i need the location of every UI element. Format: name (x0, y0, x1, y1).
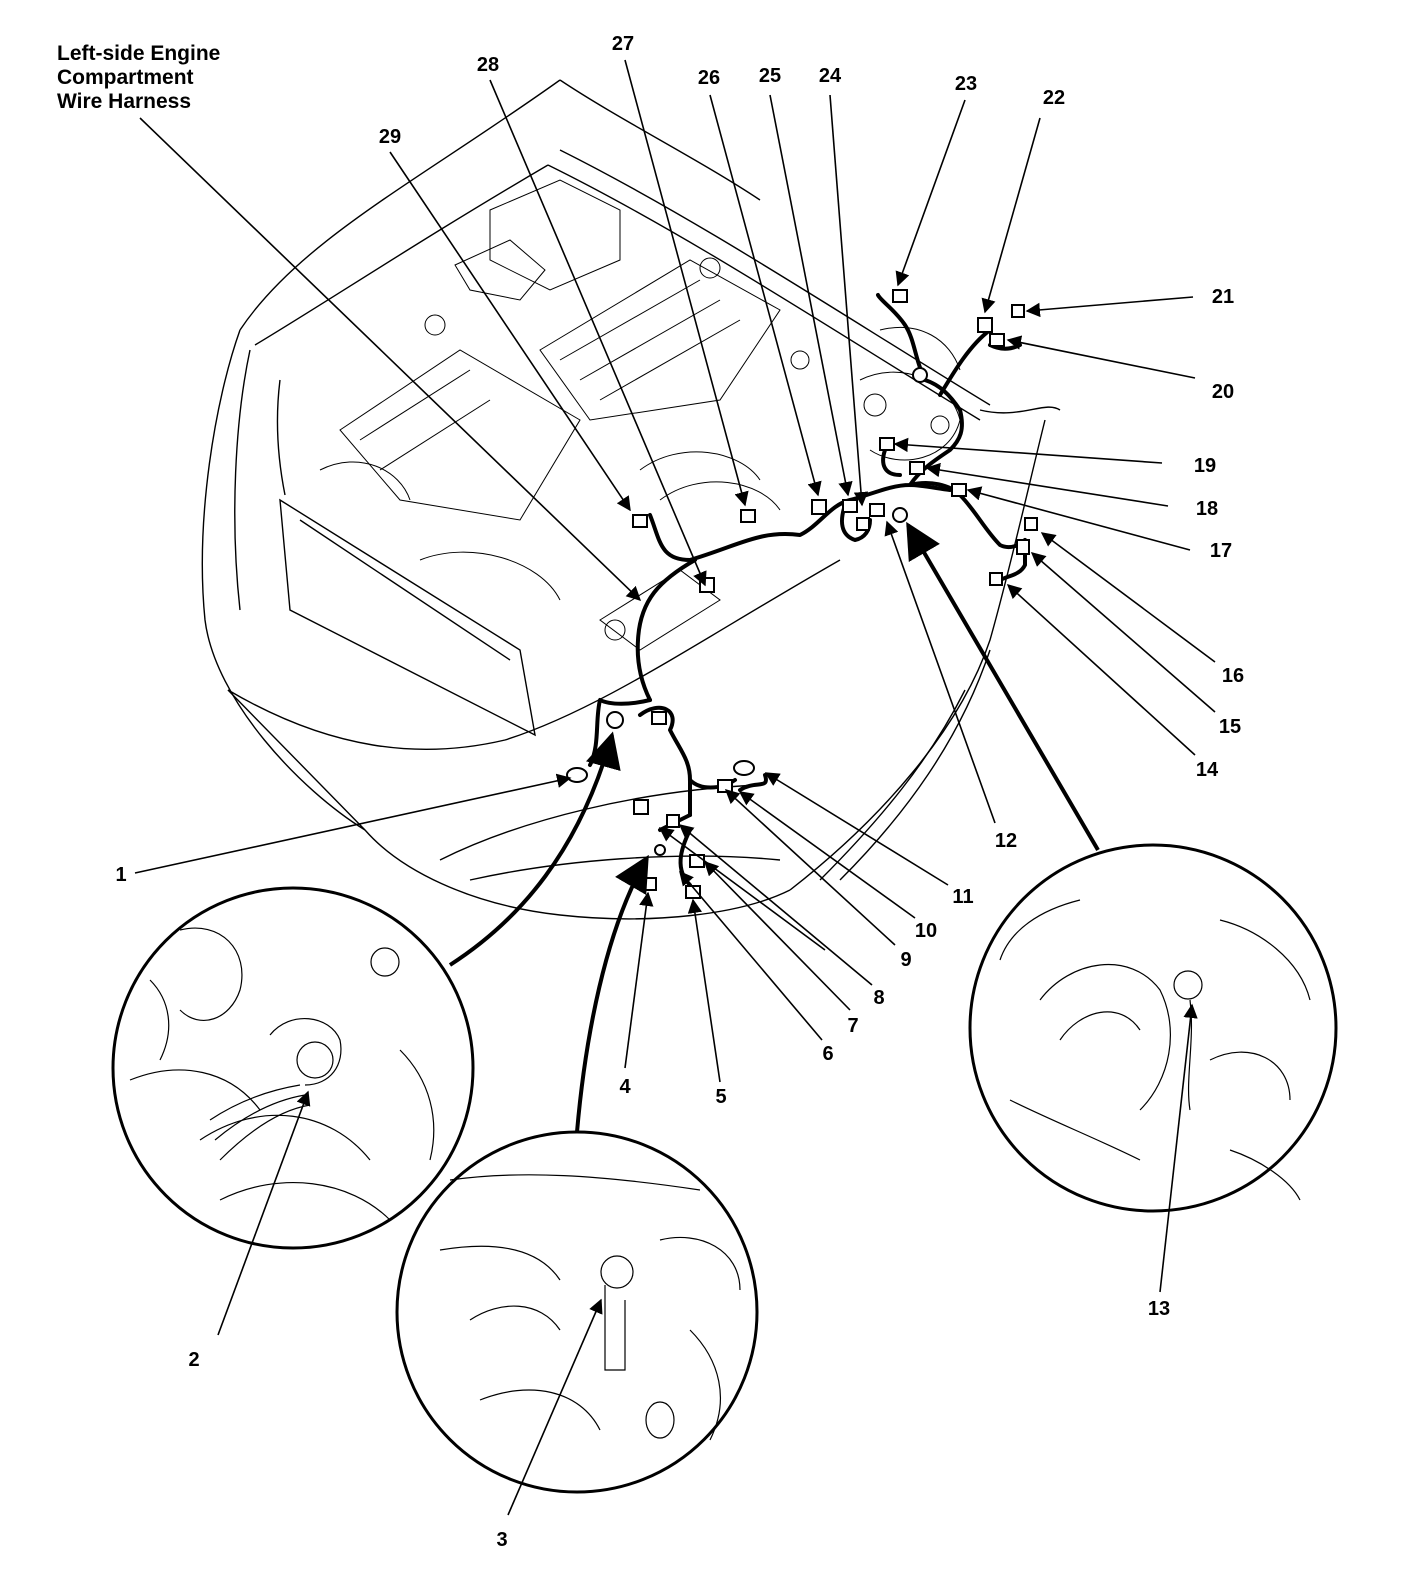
inset-ground-2 (111, 886, 475, 1336)
callout-24: 24 (819, 65, 842, 87)
callout-13: 13 (1148, 1298, 1170, 1320)
callout-8: 8 (873, 987, 884, 1009)
callout-22: 22 (1043, 87, 1065, 109)
callout-9: 9 (900, 949, 911, 971)
diagram-title-line-2: Compartment (57, 66, 194, 89)
callout-15: 15 (1219, 716, 1241, 738)
callout-25: 25 (759, 65, 781, 87)
inset-ground-3 (395, 1130, 759, 1516)
callout-2: 2 (188, 1349, 199, 1371)
callout-5: 5 (715, 1086, 726, 1108)
wire-harness (588, 293, 1027, 887)
callout-3: 3 (496, 1529, 507, 1551)
callout-26: 26 (698, 67, 720, 89)
callout-4: 4 (619, 1076, 631, 1098)
callout-29: 29 (379, 126, 401, 148)
engine-detail (319, 179, 961, 651)
callout-21: 21 (1212, 286, 1234, 308)
callout-16: 16 (1222, 665, 1244, 687)
leader-lines (134, 59, 1216, 1083)
callout-18: 18 (1196, 498, 1218, 520)
inset-ground-13 (968, 843, 1338, 1293)
callout-20: 20 (1212, 381, 1234, 403)
inset-arrows (448, 521, 1100, 1133)
callout-1: 1 (115, 864, 126, 886)
callout-11: 11 (952, 886, 973, 908)
callout-10: 10 (915, 920, 937, 942)
callout-labels: 1 2 3 4 5 6 7 8 9 10 11 12 13 14 15 16 1… (115, 33, 1244, 1551)
callout-17: 17 (1210, 540, 1232, 562)
callout-12: 12 (995, 830, 1017, 852)
callout-7: 7 (847, 1015, 858, 1037)
callout-19: 19 (1194, 455, 1216, 477)
diagram-title-line-1: Left-side Engine (57, 42, 221, 65)
diagram-title-line-3: Wire Harness (57, 90, 192, 113)
connectors (566, 289, 1038, 899)
callout-28: 28 (477, 54, 499, 76)
callout-23: 23 (955, 73, 977, 95)
vehicle-body-outline (201, 79, 1061, 920)
callout-6: 6 (822, 1043, 833, 1065)
callout-27: 27 (612, 33, 634, 55)
callout-14: 14 (1196, 759, 1219, 781)
